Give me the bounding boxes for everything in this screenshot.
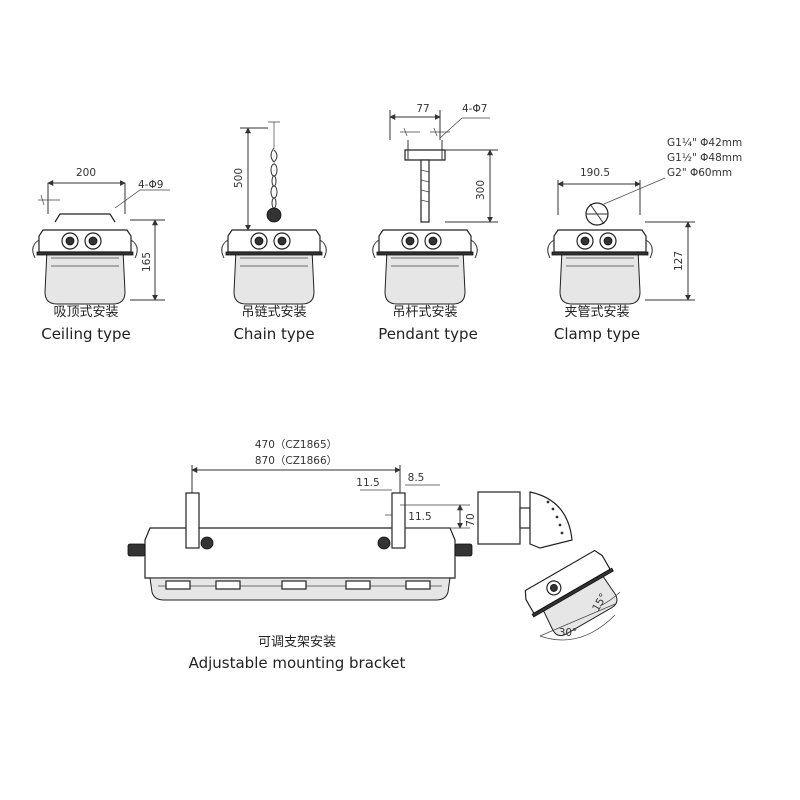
pendant-length-dim: 300	[475, 180, 487, 200]
ceiling-hole-dim: 4-Φ9	[138, 179, 163, 191]
bracket-dim-b: 8.5	[408, 472, 425, 484]
clamp-type-label-en: Clamp type	[554, 325, 640, 343]
ceiling-width-dim: 200	[76, 167, 96, 179]
chain-type-figure	[221, 121, 327, 305]
bracket-length-470: 470（CZ1865）	[255, 439, 337, 451]
ceiling-height-dim: 165	[141, 252, 153, 272]
bracket-label-en: Adjustable mounting bracket	[189, 654, 406, 672]
bracket-dim-a: 11.5	[356, 477, 379, 489]
chain-length-dim: 500	[233, 168, 245, 188]
clamp-pipe-size-1: G1¼" Φ42mm	[667, 137, 742, 149]
clamp-pipe-size-3: G2" Φ60mm	[667, 167, 732, 179]
clamp-width-dim: 190.5	[580, 167, 610, 179]
clamp-pipe-size-2: G1½" Φ48mm	[667, 152, 742, 164]
ceiling-type-label-cn: 吸顶式安装	[53, 305, 118, 320]
bracket-angle-30: 30°	[559, 627, 578, 639]
bracket-side-view	[477, 491, 621, 641]
bracket-label-cn: 可调支架安装	[258, 635, 336, 650]
bracket-length-870: 870（CZ1866）	[255, 455, 337, 467]
ceiling-type-figure	[32, 180, 170, 305]
bracket-dim-d: 70	[465, 513, 477, 526]
bracket-dim-c: 11.5	[408, 511, 431, 523]
chain-type-label-cn: 吊链式安装	[241, 305, 306, 320]
pendant-width-dim: 77	[416, 103, 429, 115]
pendant-type-label-en: Pendant type	[378, 325, 478, 343]
clamp-type-label-cn: 夹管式安装	[564, 305, 629, 320]
clamp-type-figure	[547, 177, 695, 305]
ceiling-type-label-en: Ceiling type	[41, 325, 131, 343]
chain-type-label-en: Chain type	[233, 325, 314, 343]
pendant-hole-dim: 4-Φ7	[462, 103, 487, 115]
pendant-type-figure	[372, 110, 498, 305]
pendant-type-label-cn: 吊杆式安装	[392, 305, 457, 320]
clamp-height-dim: 127	[673, 251, 685, 271]
bracket-front-view	[127, 465, 473, 601]
